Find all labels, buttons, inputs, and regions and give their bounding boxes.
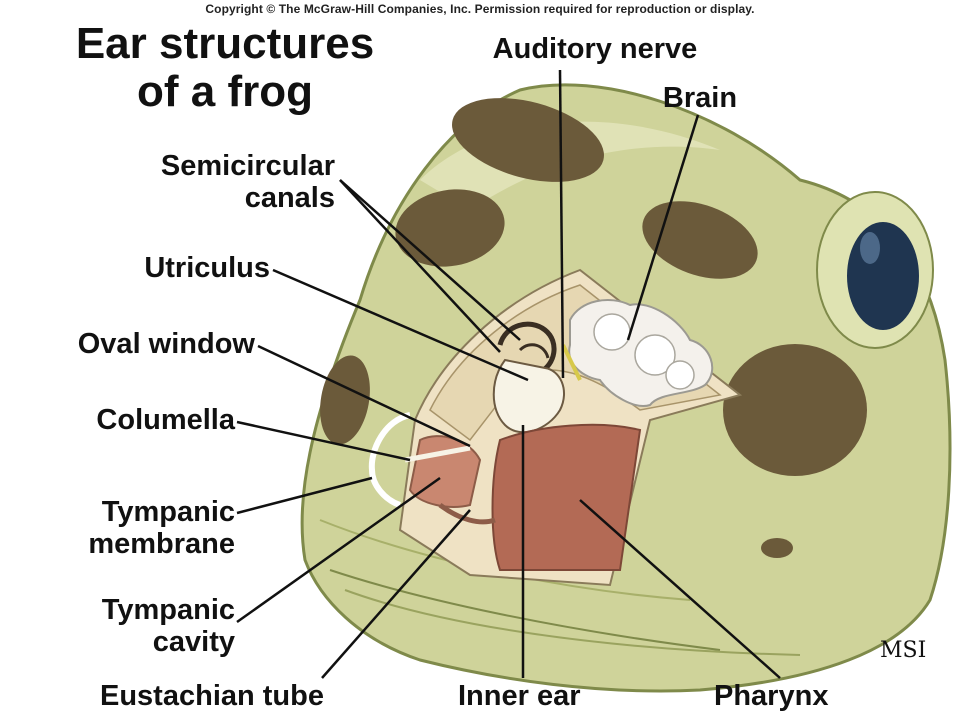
- leader-semicircular-b: [339, 179, 501, 353]
- label-oval-window: Oval window: [77, 328, 255, 360]
- leader-oval-window: [257, 344, 471, 448]
- title-line-1: Ear structures: [75, 19, 375, 68]
- label-pharynx: Pharynx: [714, 680, 829, 712]
- eye: [847, 222, 919, 330]
- skin-spot: [452, 98, 604, 182]
- tympanic-membrane: [368, 412, 411, 508]
- label-tympanic-membrane-line-1: Tympanic: [101, 496, 235, 528]
- leader-brain: [626, 114, 700, 341]
- label-tympanic-cavity: Tympanic cavity: [40, 594, 235, 658]
- label-tympanic-membrane-line-2: membrane: [88, 528, 235, 560]
- skin-spot: [761, 538, 793, 558]
- label-tympanic-cavity-line-1: Tympanic: [101, 594, 235, 626]
- leader-eustachian-tube: [321, 509, 471, 679]
- skin-spot: [642, 201, 758, 279]
- skin-spot: [723, 344, 867, 476]
- eustachian-tube: [438, 502, 496, 525]
- leader-tympanic-membrane: [236, 476, 373, 515]
- skin-spot: [395, 189, 505, 267]
- diagram-title: Ear structures of a frog: [30, 20, 420, 116]
- leader-semicircular-a: [339, 179, 521, 341]
- label-semicircular-line-1: Semicircular: [160, 150, 335, 182]
- leader-tympanic-cavity: [236, 476, 441, 624]
- skin-spot: [320, 355, 370, 445]
- label-semicircular-line-2: canals: [244, 182, 335, 214]
- artist-signature: MSI: [880, 638, 927, 663]
- label-utriculus: Utriculus: [144, 252, 270, 284]
- label-tympanic-cavity-line-2: cavity: [152, 626, 235, 658]
- label-inner-ear: Inner ear: [458, 680, 581, 712]
- label-tympanic-membrane: Tympanic membrane: [40, 496, 235, 560]
- leader-utriculus: [272, 268, 529, 382]
- label-columella: Columella: [96, 404, 235, 436]
- label-semicircular-canals: Semicircular canals: [80, 150, 335, 214]
- pharynx: [491, 423, 642, 571]
- leader-auditory-nerve: [558, 69, 565, 379]
- label-brain: Brain: [662, 82, 738, 114]
- title-line-2: of a frog: [137, 67, 313, 116]
- leader-columella: [236, 420, 411, 462]
- label-auditory-nerve: Auditory nerve: [492, 33, 698, 65]
- copyright-notice: Copyright © The McGraw-Hill Companies, I…: [205, 2, 755, 16]
- leader-pharynx: [579, 499, 781, 679]
- columella: [404, 445, 471, 463]
- label-eustachian-tube: Eustachian tube: [100, 680, 324, 712]
